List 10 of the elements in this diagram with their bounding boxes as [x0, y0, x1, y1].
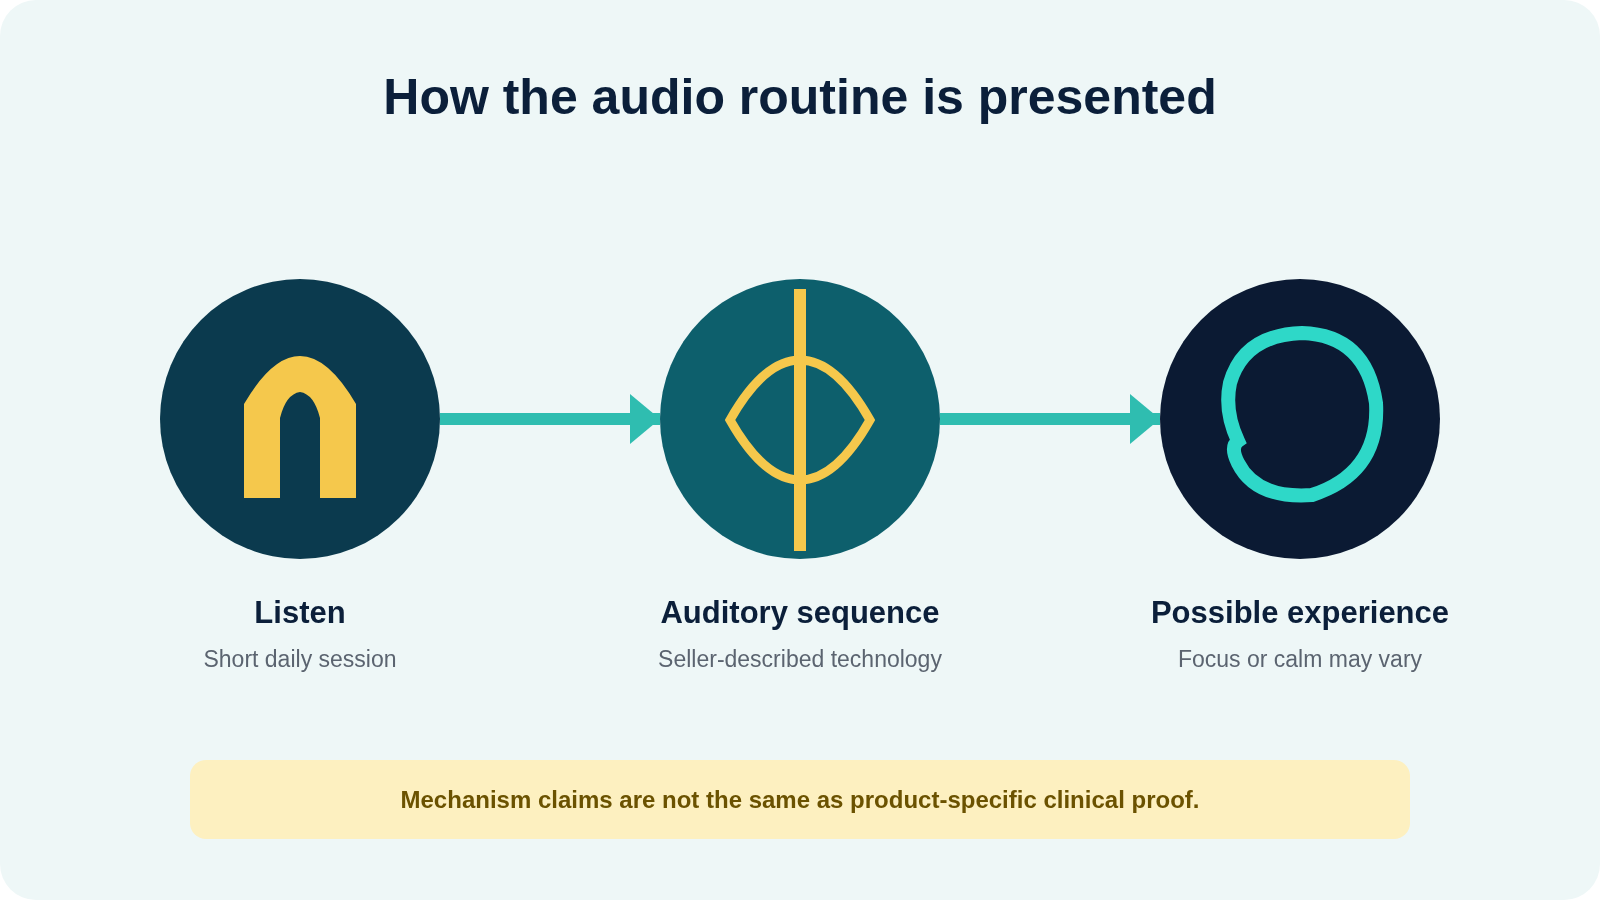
arrow: [440, 394, 660, 444]
arrow: [940, 394, 1160, 444]
step-heading: Listen: [254, 594, 346, 632]
step-description: Seller-described technology: [658, 644, 942, 674]
step-description: Focus or calm may vary: [1177, 644, 1423, 674]
step-heading: Auditory sequence: [660, 594, 940, 632]
note-banner: Mechanism claims are not the same as product-specific clinical proof.: [190, 760, 1410, 839]
step-heading: Possible experience: [1150, 594, 1450, 632]
title: How the audio routine is presented: [383, 68, 1217, 127]
step-description: Short daily session: [203, 644, 397, 674]
